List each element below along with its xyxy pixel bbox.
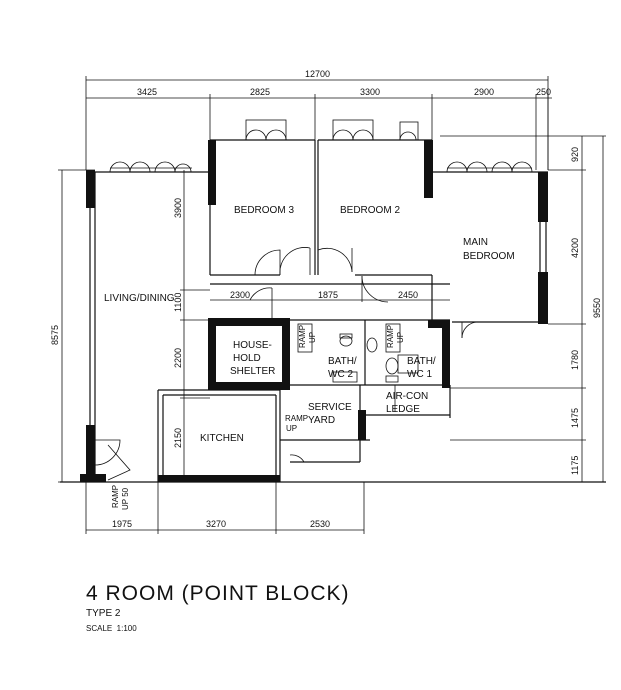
ramp-up-entrance: UP 50	[121, 487, 130, 510]
dim-inner-h-3: 2450	[398, 290, 418, 300]
plan-type: TYPE 2	[86, 608, 121, 619]
dim-bottom-2: 3270	[206, 519, 226, 529]
dim-top-1: 3425	[137, 87, 157, 97]
room-service-yard-line2: YARD	[308, 415, 335, 426]
top-dimension-lines	[85, 76, 552, 170]
room-service-yard-line1: SERVICE	[308, 402, 352, 413]
dim-inner-v-2: 1100	[173, 293, 183, 312]
room-bath-1-line1: BATH/	[407, 356, 436, 367]
dim-top-2: 2825	[250, 87, 270, 97]
dim-right-3: 1780	[570, 350, 580, 370]
dim-top-4: 2900	[474, 87, 494, 97]
left-dimension-lines	[58, 169, 210, 483]
dim-top-5: 250	[536, 87, 551, 97]
ramp-up-shelter: UP	[308, 332, 317, 343]
ramp-label-bath1: RAMP	[386, 325, 395, 348]
room-bath-1-line2: WC 1	[407, 369, 432, 380]
dim-inner-h-2: 1875	[318, 290, 338, 300]
dim-top-3: 3300	[360, 87, 380, 97]
room-main-bedroom-line1: MAIN	[463, 237, 488, 248]
dim-bottom-3: 2530	[310, 519, 330, 529]
dim-bottom-1: 1975	[112, 519, 132, 529]
bottom-dimension-lines	[85, 482, 365, 534]
right-dimension-lines	[370, 135, 606, 483]
dim-right-4: 1475	[570, 408, 580, 428]
dim-right-5: 1175	[570, 456, 580, 475]
dim-overall-top: 12700	[305, 69, 330, 79]
room-main-bedroom-line2: BEDROOM	[463, 251, 515, 262]
plan-scale: SCALE 1:100	[86, 624, 137, 633]
room-aircon-ledge-line1: AIR-CON	[386, 391, 428, 402]
room-bedroom-2: BEDROOM 2	[340, 205, 400, 216]
dim-inner-h-1: 2300	[230, 290, 250, 300]
doors	[94, 247, 484, 481]
fixtures	[297, 323, 419, 412]
ramp-label-entrance: RAMP	[111, 485, 120, 508]
room-shelter-line1: HOUSE-	[233, 340, 272, 351]
room-bath-2-line2: WC 2	[328, 369, 353, 380]
walls	[60, 139, 606, 483]
ramp-up-service: UP	[286, 424, 297, 433]
dim-inner-v-4: 2150	[173, 428, 183, 448]
dim-left-overall: 8575	[50, 325, 60, 345]
dim-inner-v-1: 3900	[173, 198, 183, 218]
ramp-label-service: RAMP	[285, 414, 308, 423]
ramp-label-shelter: RAMP	[298, 325, 307, 348]
windows	[109, 119, 533, 173]
room-living-dining: LIVING/DINING	[104, 293, 175, 304]
dim-right-2: 4200	[570, 238, 580, 258]
room-aircon-ledge-line2: LEDGE	[386, 404, 420, 415]
plan-title: 4 ROOM (POINT BLOCK)	[86, 582, 349, 605]
room-bedroom-3: BEDROOM 3	[234, 205, 294, 216]
dim-inner-v-3: 2200	[173, 348, 183, 368]
dim-right-overall: 9550	[592, 298, 602, 318]
ramp-up-bath1: UP	[396, 332, 405, 343]
room-kitchen: KITCHEN	[200, 433, 244, 444]
room-bath-2-line1: BATH/	[328, 356, 357, 367]
room-shelter-line3: SHELTER	[230, 366, 275, 377]
room-shelter-line2: HOLD	[233, 353, 261, 364]
dim-right-1: 920	[570, 147, 580, 162]
